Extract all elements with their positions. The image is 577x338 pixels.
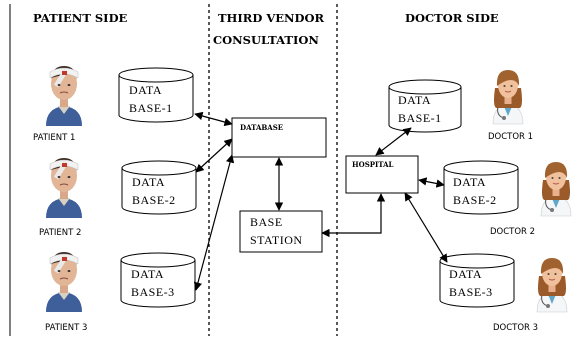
doctor-database-3: DATA BASE-3	[439, 253, 515, 308]
central-database-label: DATABASE	[240, 123, 283, 132]
hospital-box: HOSPITAL	[345, 155, 419, 194]
patient-db-1-line1: DATA	[129, 83, 162, 97]
arrow-pdb1-database	[194, 111, 233, 127]
patient-db-3-line1: DATA	[131, 267, 164, 281]
doctor-3-icon	[536, 257, 568, 313]
patient-2: PATIENT 2	[39, 158, 82, 238]
arrow-hospital-ddb1	[375, 127, 412, 156]
arrow-pdb2-database	[195, 138, 233, 173]
patient-database-3: DATA BASE-3	[120, 252, 196, 308]
patient-db-1-line2: BASE-1	[129, 101, 173, 115]
patient-db-2-line1: DATA	[132, 175, 165, 189]
arrow-hospital-ddb3	[404, 192, 448, 263]
doctor-2-label: DOCTOR 2	[490, 227, 535, 237]
doctor-2-icon	[540, 161, 572, 217]
doctor-3: DOCTOR 3	[493, 257, 568, 333]
doctor-db-3-line2: BASE-3	[449, 285, 493, 299]
base-station-label-line1: BASE	[250, 215, 283, 229]
patient-db-2-line2: BASE-2	[132, 193, 176, 207]
doctor-db-3-line1: DATA	[449, 267, 482, 281]
patient-database-1: DATA BASE-1	[118, 67, 194, 123]
patient-db-3-line2: BASE-3	[131, 285, 175, 299]
header-doctor-side: DOCTOR SIDE	[405, 11, 499, 25]
doctor-db-2-line2: BASE-2	[453, 193, 497, 207]
patient-database-2: DATA BASE-2	[121, 160, 197, 215]
arrow-pdb3-database	[193, 154, 235, 291]
doctor-1-label: DOCTOR 1	[488, 132, 533, 142]
doctor-database-1: DATA BASE-1	[388, 79, 462, 133]
patient-3-label: PATIENT 3	[45, 323, 87, 333]
arrow-basestation-hospital	[321, 193, 386, 238]
doctor-1-icon	[492, 69, 524, 125]
doctor-db-1-line2: BASE-1	[398, 111, 442, 125]
doctor-2: DOCTOR 2	[490, 161, 572, 237]
header-third-vendor: THIRD VENDOR	[218, 11, 325, 25]
arrow-hospital-ddb2	[418, 177, 445, 188]
patient-1-label: PATIENT 1	[33, 133, 75, 143]
hospital-label: HOSPITAL	[352, 160, 394, 169]
doctor-3-label: DOCTOR 3	[493, 323, 538, 333]
patient-3: PATIENT 3	[45, 252, 87, 333]
patient-1: PATIENT 1	[33, 66, 82, 143]
patient-3-icon	[46, 252, 82, 312]
doctor-db-1-line1: DATA	[398, 93, 431, 107]
patient-2-label: PATIENT 2	[39, 228, 81, 238]
base-station-label-line2: STATION	[250, 233, 303, 247]
header-patient-side: PATIENT SIDE	[33, 11, 128, 25]
doctor-1: DOCTOR 1	[488, 69, 533, 142]
patient-1-icon	[46, 66, 82, 126]
doctor-database-2: DATA BASE-2	[443, 160, 519, 215]
header-consultation: CONSULTATION	[213, 33, 319, 47]
doctor-db-2-line1: DATA	[453, 175, 486, 189]
patient-2-icon	[46, 158, 82, 218]
central-database-box: DATABASE	[231, 117, 327, 158]
base-station-box: BASE STATION	[239, 210, 323, 253]
